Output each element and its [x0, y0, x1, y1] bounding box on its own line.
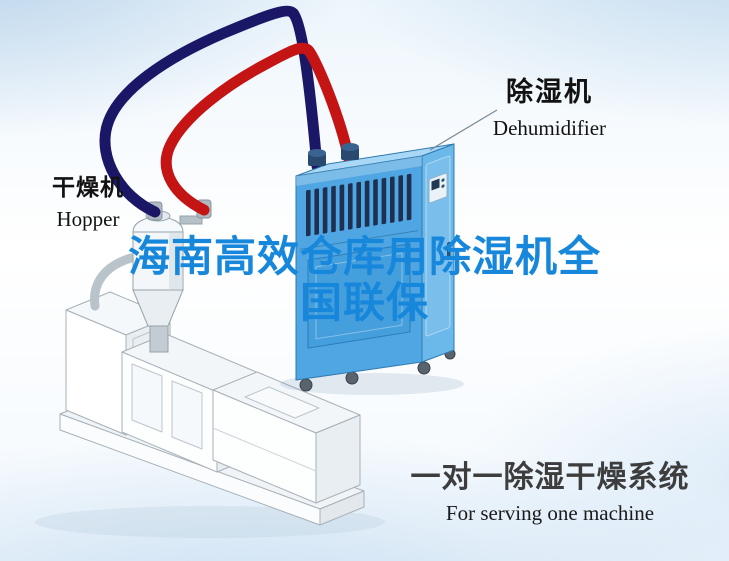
vent-grille [306, 173, 412, 237]
caster-wheels [299, 348, 456, 392]
hopper-illustration [90, 199, 212, 353]
dehumidifier-label: 除湿机 Dehumidifier [492, 70, 607, 141]
dehumidifier-label-zh: 除湿机 [506, 77, 593, 107]
control-button [441, 184, 445, 188]
system-caption: 一对一除湿干燥系统 For serving one machine [402, 452, 698, 526]
system-caption-zh: 一对一除湿干燥系统 [410, 461, 690, 494]
control-display [431, 178, 440, 191]
hopper-label: 干燥机 Hopper [46, 168, 130, 232]
dehumidifier-label-en: Dehumidifier [492, 116, 607, 140]
front-access-panel [307, 243, 411, 349]
system-caption-en: For serving one machine [445, 501, 655, 525]
page-title-line2: 国联保 [299, 279, 429, 327]
hose-red [160, 42, 356, 216]
control-button [441, 178, 445, 182]
page-title: 海南高效仓库用除湿机全 国联保 [0, 233, 729, 327]
dehumidifier-label-leader [429, 109, 498, 151]
hose-connectors [308, 143, 359, 166]
extruder-illustration [35, 291, 385, 538]
page-title-line1: 海南高效仓库用除湿机全 [127, 233, 601, 280]
front-panel-details [296, 155, 422, 349]
hopper-duct [90, 253, 136, 311]
side-panel-details [425, 155, 451, 337]
door-handle [447, 241, 451, 259]
connection-hoses [99, 5, 356, 218]
hopper-label-en: Hopper [56, 207, 120, 231]
hopper-label-zh: 干燥机 [52, 174, 124, 200]
hose-navy [99, 5, 323, 218]
dehumidifier-illustration [280, 143, 464, 395]
